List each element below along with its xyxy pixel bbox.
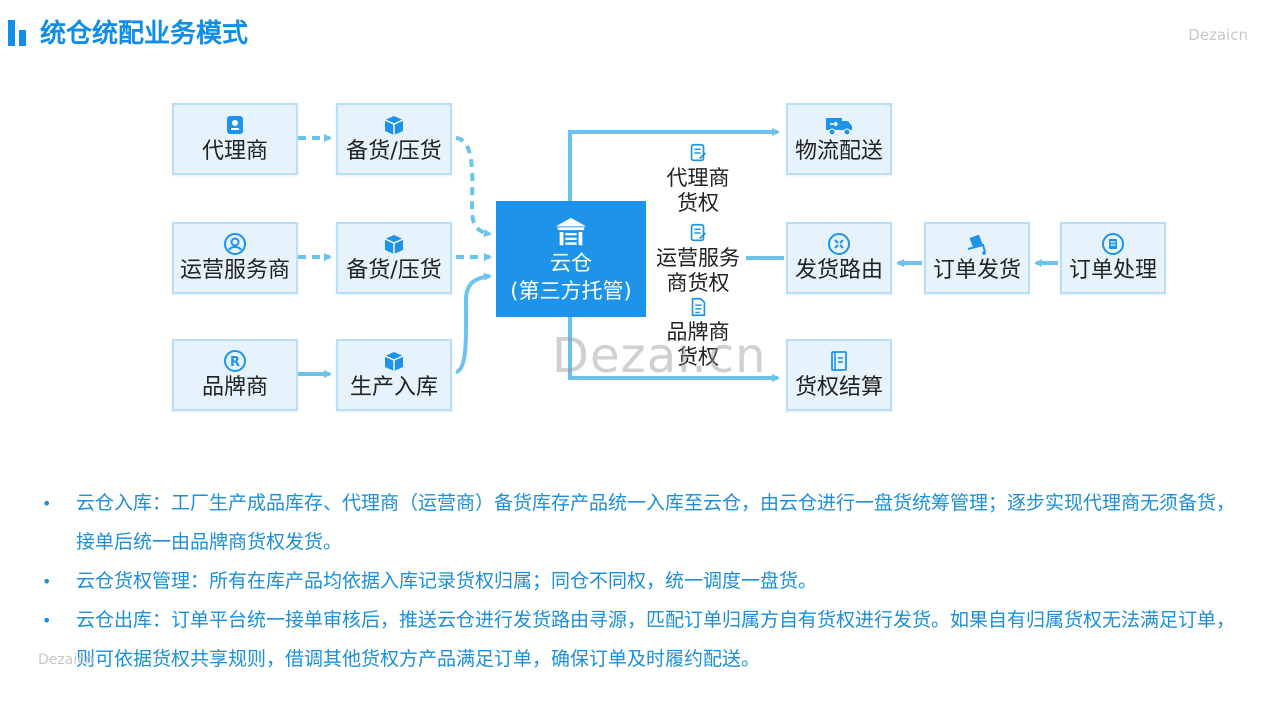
- node-logistics: 物流配送: [786, 103, 892, 175]
- hub-label-main: 云仓: [550, 251, 592, 275]
- rights-service-line2: 商货权: [666, 271, 730, 295]
- person-badge-icon: [224, 233, 246, 255]
- node-stock2: 备货/压货: [336, 222, 452, 294]
- rights-service: 运营服务 商货权: [650, 222, 746, 296]
- arrow-produce-to-hub: [455, 272, 492, 374]
- rights-agent: 代理商 货权: [660, 142, 736, 216]
- node-ship: 订单发货: [924, 222, 1030, 294]
- node-service: 运营服务商: [172, 222, 298, 294]
- description-text: 云仓货权管理：所有在库产品均依据入库记录货权归属；同仓不同权，统一调度一盘货。: [76, 570, 818, 592]
- node-stock1-label: 备货/压货: [346, 139, 442, 164]
- bullet-dot: •: [42, 572, 52, 591]
- node-agent-label: 代理商: [201, 139, 268, 164]
- rights-brand-line1: 品牌商: [666, 320, 730, 344]
- arrow-hub-to-logistics: [568, 128, 780, 201]
- box-icon: [384, 235, 404, 254]
- order-icon: [1102, 233, 1124, 255]
- document-icon: [691, 297, 706, 317]
- watermark-center: Dezai.cn: [552, 328, 767, 384]
- node-stock1: 备货/压货: [336, 103, 452, 175]
- bullet-dot: •: [42, 611, 52, 630]
- box-icon: [384, 116, 404, 135]
- description-list: • 云仓入库：工厂生产成品库存、代理商（运营商）备货库存产品统一入库至云仓，由云仓…: [42, 484, 1252, 679]
- description-text: 云仓出库：订单平台统一接单审核后，推送云仓进行发货路由寻源，匹配订单归属方自有货…: [76, 609, 1236, 670]
- business-flow-diagram: 代理商 运营服务商 R 品牌商 备货/压货 备货/压货 生产入库 云仓 (第三方…: [172, 103, 1166, 411]
- svg-text:R: R: [230, 355, 240, 370]
- watermark-bottom: Dezaicn: [38, 652, 94, 668]
- node-settle-label: 货权结算: [794, 375, 883, 400]
- node-settle: 货权结算: [786, 339, 892, 411]
- truck-icon: [826, 118, 852, 136]
- description-item-outbound: • 云仓出库：订单平台统一接单审核后，推送云仓进行发货路由寻源，匹配订单归属方自有…: [42, 601, 1252, 679]
- node-process-label: 订单处理: [1068, 258, 1157, 283]
- node-brand: R 品牌商: [172, 339, 298, 411]
- description-item-inbound: • 云仓入库：工厂生产成品库存、代理商（运营商）备货库存产品统一入库至云仓，由云仓…: [42, 484, 1252, 562]
- arrow-stock1-to-hub: [455, 136, 492, 237]
- rights-brand: 品牌商 货权: [660, 296, 736, 370]
- hub-cloud-warehouse: 云仓 (第三方托管): [496, 201, 646, 317]
- note-icon: [690, 223, 706, 242]
- node-ship-label: 订单发货: [932, 258, 1021, 283]
- rights-agent-line2: 货权: [677, 191, 719, 215]
- node-service-label: 运营服务商: [179, 258, 290, 283]
- watermark-top: Dezaicn: [1188, 26, 1248, 44]
- note-icon: [690, 143, 706, 162]
- node-agent: 代理商: [172, 103, 298, 175]
- description-item-rights: • 云仓货权管理：所有在库产品均依据入库记录货权归属；同仓不同权，统一调度一盘货。: [42, 562, 1252, 601]
- title-accent-bar-small: [19, 30, 26, 46]
- cart-icon: [967, 234, 986, 255]
- agent-badge-icon: [227, 116, 243, 134]
- node-produce-label: 生产入库: [349, 375, 438, 400]
- rights-service-line1: 运营服务: [656, 246, 740, 270]
- ledger-icon: [831, 351, 847, 371]
- description-text: 云仓入库：工厂生产成品库存、代理商（运营商）备货库存产品统一入库至云仓，由云仓进…: [76, 492, 1236, 553]
- registered-icon: R: [224, 350, 246, 372]
- arrow-hub-to-settle: [568, 317, 780, 382]
- page-title: 统仓统配业务模式: [40, 19, 249, 49]
- node-routing: 发货路由: [786, 222, 892, 294]
- node-routing-label: 发货路由: [794, 258, 883, 283]
- rights-agent-line1: 代理商: [666, 166, 730, 190]
- node-brand-label: 品牌商: [201, 375, 268, 400]
- title-accent-bar: [8, 20, 15, 46]
- box-icon: [384, 352, 404, 371]
- bullet-dot: •: [42, 494, 52, 513]
- node-produce: 生产入库: [336, 339, 452, 411]
- rights-brand-line2: 货权: [677, 345, 719, 369]
- node-logistics-label: 物流配送: [794, 139, 883, 164]
- hub-label-sub: (第三方托管): [510, 279, 632, 303]
- warehouse-icon: [555, 217, 587, 246]
- node-stock2-label: 备货/压货: [346, 258, 442, 283]
- routing-icon: [828, 233, 850, 255]
- node-process: 订单处理: [1060, 222, 1166, 294]
